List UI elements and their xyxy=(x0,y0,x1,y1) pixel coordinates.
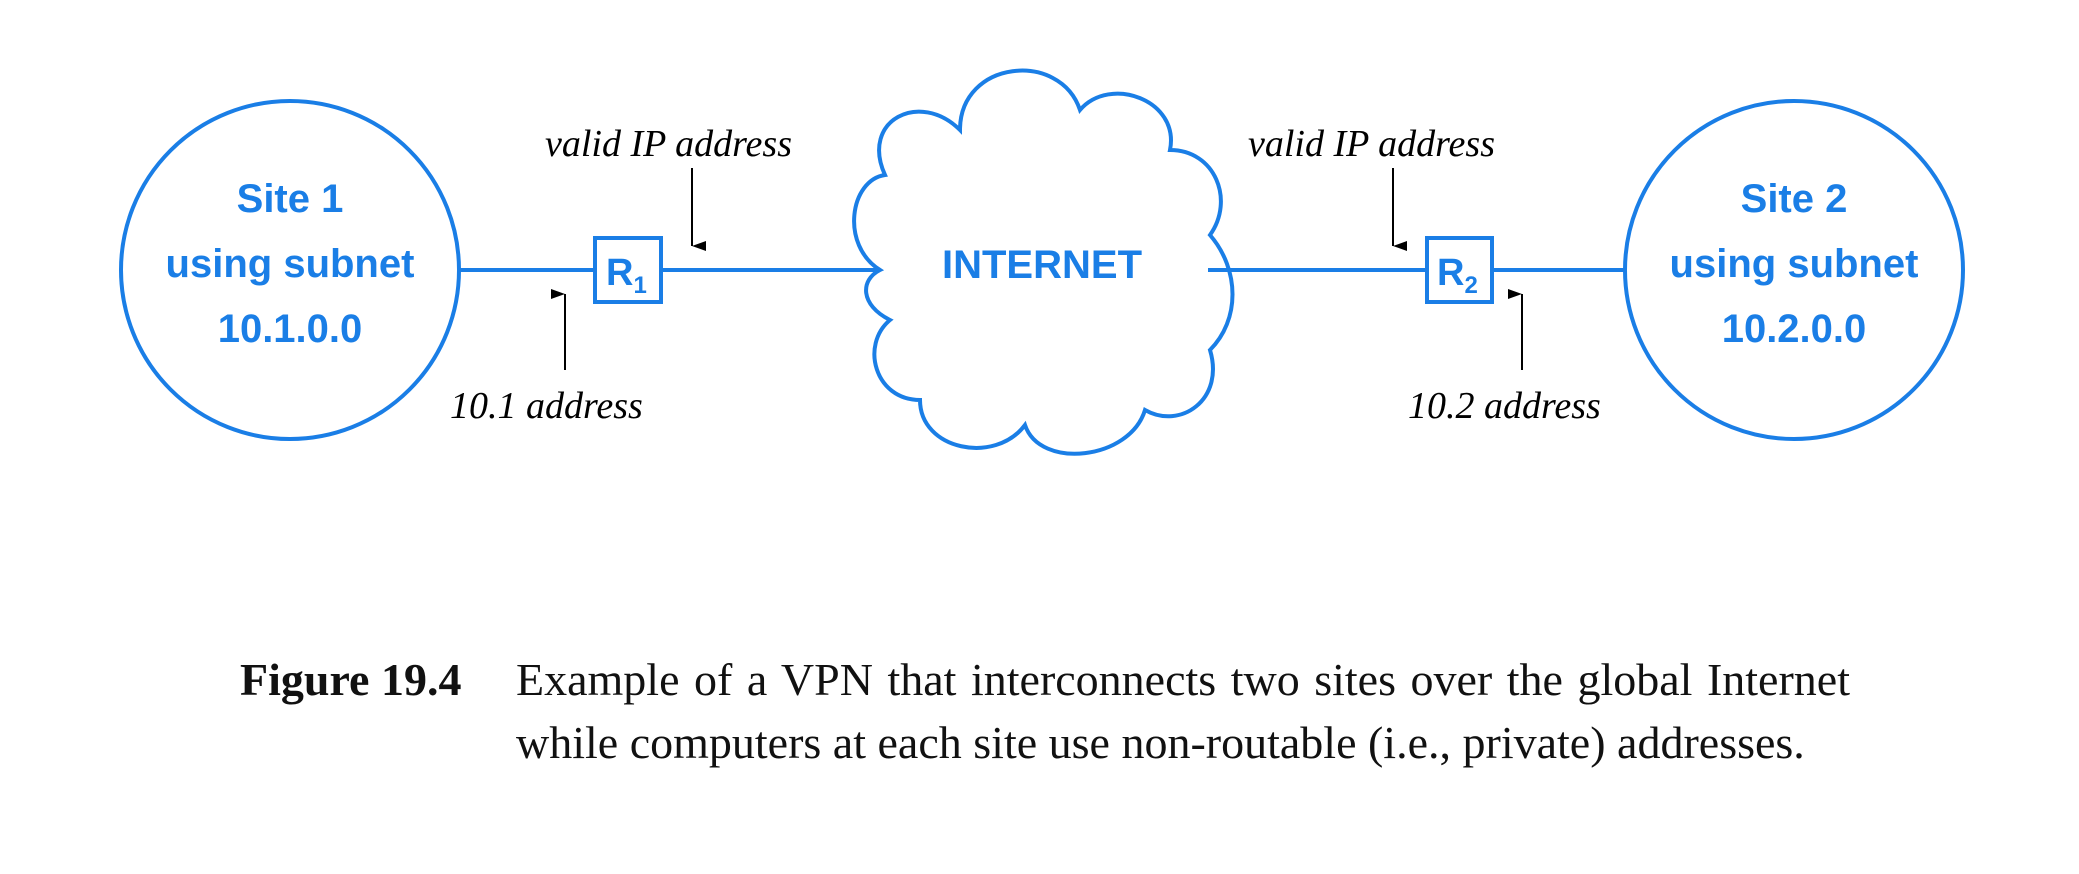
subnet-1-annotation: 10.1 address xyxy=(450,385,643,427)
site-2-node: Site 2 using subnet 10.2.0.0 xyxy=(1623,99,1965,441)
site-1-subnet-address: 10.1.0.0 xyxy=(218,307,363,351)
caption-text: Example of a VPN that interconnects two … xyxy=(516,654,1850,768)
caption-label: Figure 19.4 xyxy=(240,654,462,705)
svg-text:R2: R2 xyxy=(1437,252,1478,299)
site-2-subnet-label: using subnet xyxy=(1670,242,1919,286)
router-1-subscript: 1 xyxy=(633,272,646,299)
site-2-subnet-address: 10.2.0.0 xyxy=(1722,307,1867,351)
vpn-diagram: Site 1 using subnet 10.1.0.0 Site 2 usin… xyxy=(119,68,1965,456)
valid-ip-annotation-left: valid IP address xyxy=(545,123,792,165)
router-1: R1 xyxy=(593,236,663,304)
internet-label: INTERNET xyxy=(942,243,1142,287)
router-1-letter: R xyxy=(606,252,633,294)
site-1-node: Site 1 using subnet 10.1.0.0 xyxy=(119,99,461,441)
router-2-subscript: 2 xyxy=(1464,272,1477,299)
router-2: R2 xyxy=(1425,236,1494,304)
site-1-title: Site 1 xyxy=(237,177,344,221)
valid-ip-annotation-right: valid IP address xyxy=(1248,123,1495,165)
svg-text:R1: R1 xyxy=(606,252,647,299)
internet-cloud: INTERNET xyxy=(852,68,1235,456)
site-2-title: Site 2 xyxy=(1741,177,1848,221)
subnet-2-annotation: 10.2 address xyxy=(1408,385,1601,427)
figure-caption: Figure 19.4 Example of a VPN that interc… xyxy=(240,648,1850,774)
site-1-subnet-label: using subnet xyxy=(166,242,415,286)
router-2-letter: R xyxy=(1437,252,1464,294)
